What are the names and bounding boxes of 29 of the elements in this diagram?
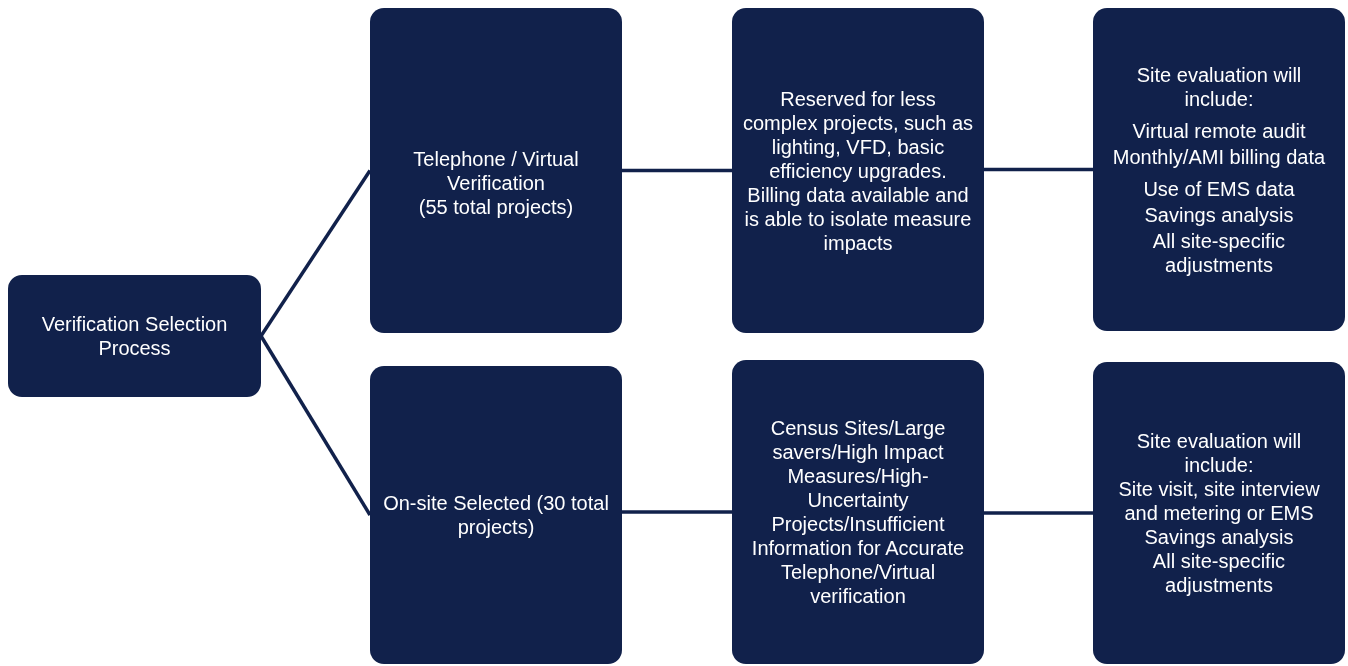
connector-line (622, 168, 732, 173)
connector-line (984, 511, 1093, 515)
box-text: Reserved for less complex projects, such as lighting, VFD, basic efficiency upgrades. Billing data available and is able to isolate measure impacts (742, 86, 974, 255)
connector-line (259, 169, 372, 337)
box-text: Telephone / Virtual Verification (412, 146, 580, 195)
box-text: Savings analysis (1144, 202, 1294, 227)
connector-line (984, 167, 1093, 172)
process-box (732, 8, 984, 333)
box-text: Virtual remote audit (1132, 118, 1306, 143)
box-text: Verification Selection Process (40, 312, 229, 360)
box-text: Savings analysis (1144, 525, 1294, 549)
process-box (370, 366, 622, 664)
process-box (1093, 8, 1345, 331)
box-text: On-site Selected (30 total projects) (382, 491, 610, 539)
box-text: Site evaluation will include: (1135, 429, 1303, 477)
box-text: All site-specific adjustments (1151, 549, 1287, 597)
box-text: Site evaluation will include: (1135, 62, 1303, 111)
box-text: Use of EMS data (1143, 176, 1295, 201)
box-text: All site-specific adjustments (1151, 228, 1287, 277)
process-box (732, 360, 984, 664)
box-text: Census Sites/Large savers/High Impact Measures/High-Uncertainty Projects/Insufficient Information for Accurate Telephone/Virtual verification (750, 416, 966, 608)
connector-line (259, 335, 372, 516)
process-box (1093, 362, 1345, 664)
box-text: (55 total projects) (418, 194, 574, 219)
box-text: Monthly/AMI billing data (1112, 144, 1326, 169)
process-box (8, 275, 261, 397)
box-text: Site visit, site interview and metering or EMS (1117, 477, 1321, 525)
connector-line (622, 510, 732, 514)
process-box (370, 8, 622, 333)
